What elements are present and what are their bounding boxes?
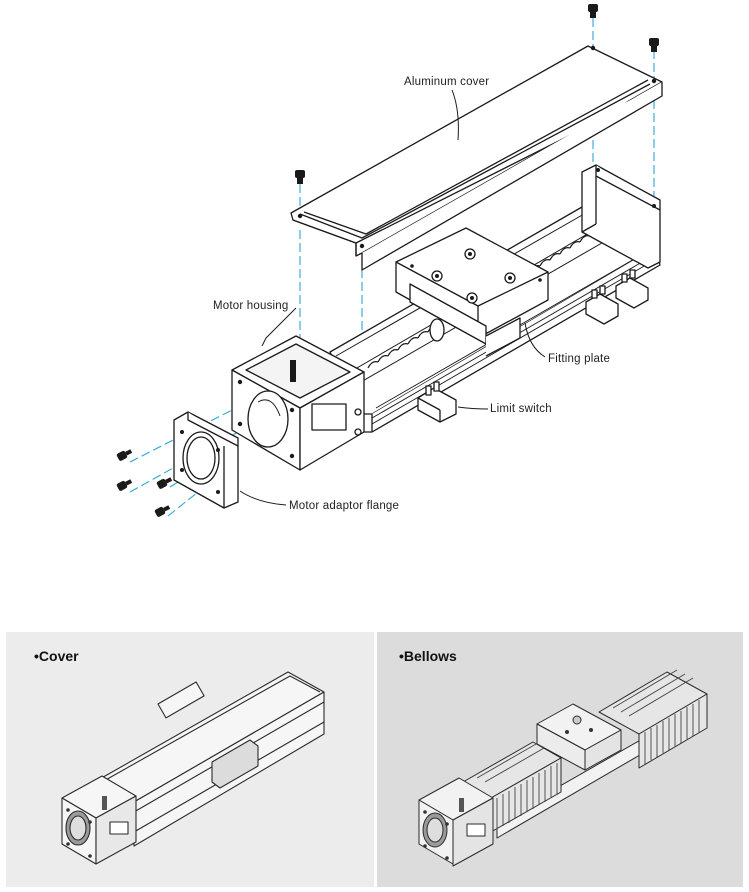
end-bracket-part — [581, 164, 661, 269]
label-motor-adaptor-flange: Motor adaptor flange — [289, 500, 400, 512]
bellows-variant-panel: •Bellows — [377, 632, 743, 887]
flange-screws — [116, 449, 173, 517]
label-leaders — [239, 89, 546, 506]
fitting-plate-part — [395, 227, 549, 357]
label-fitting-plate: Fitting plate — [548, 353, 611, 365]
exploded-view-diagram: Aluminum cover Motor housing Fitting pla… — [116, 4, 663, 517]
exploded-view-drawing — [116, 4, 663, 517]
motor-housing-part — [231, 335, 365, 471]
cover-panel-title: •Cover — [34, 648, 79, 664]
cover-variant-panel: •Cover — [6, 632, 374, 887]
label-aluminum-cover: Aluminum cover — [404, 76, 490, 88]
label-motor-housing: Motor housing — [213, 300, 289, 312]
bellows-variant-illustration — [418, 669, 708, 867]
limit-switch-parts — [417, 269, 649, 423]
label-limit-switch: Limit switch — [490, 403, 552, 415]
aluminum-cover-part — [290, 45, 663, 271]
bellows-pleats — [462, 671, 708, 833]
bellows-panel-title: •Bellows — [399, 648, 457, 664]
motor-adaptor-flange-part — [173, 411, 239, 509]
cover-variant-illustration — [61, 671, 325, 865]
